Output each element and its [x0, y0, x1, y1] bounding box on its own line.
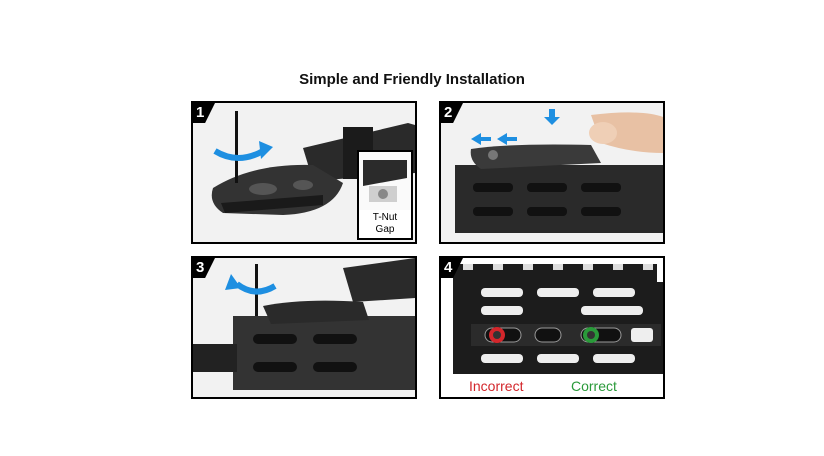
t-nut-gap-photo [359, 152, 411, 210]
step-2-photo [441, 103, 663, 242]
step-4-panel: 4 Incorrect Correct [439, 256, 665, 399]
t-nut-label-line2: Gap [375, 224, 395, 235]
t-nut-label-line1: T-Nut [372, 212, 398, 223]
page-title: Simple and Friendly Installation [299, 71, 525, 88]
t-nut-gap-label: T-Nut Gap [359, 212, 411, 236]
step-2-panel: 2 [439, 101, 665, 244]
step-4-photo [441, 258, 663, 397]
step-3-panel: 3 [191, 256, 417, 399]
incorrect-label: Incorrect [469, 378, 524, 394]
step-1-panel: 1 T-Nut Gap [191, 101, 417, 244]
correct-label: Correct [571, 378, 617, 394]
t-nut-gap-inset: T-Nut Gap [357, 150, 413, 240]
step-3-photo [193, 258, 415, 397]
